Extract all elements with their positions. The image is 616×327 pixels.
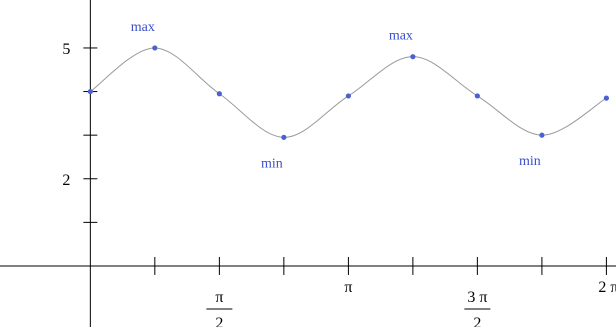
x-tick-label-numerator: 3 π: [467, 289, 487, 306]
y-tick-label: 5: [62, 41, 70, 58]
data-point: [87, 88, 93, 95]
x-tick-label-numerator: π: [215, 289, 223, 306]
x-tick-label: 2 π: [598, 279, 616, 296]
min-annotation: min: [261, 156, 283, 171]
data-points: [87, 45, 609, 140]
curve-layer: [90, 47, 607, 138]
max-annotation: max: [389, 29, 413, 44]
x-tick-label: π: [344, 279, 352, 296]
data-point: [216, 91, 222, 97]
x-tick-label-denominator: 2: [215, 315, 223, 327]
min-annotation: min: [519, 154, 541, 169]
labels: π 2 π 3 π 2 2 π 2 5 max max min min: [62, 20, 616, 327]
data-point: [345, 93, 352, 99]
x-tick-label-denominator: 2: [473, 315, 481, 327]
data-point: [539, 132, 545, 138]
data-point: [603, 95, 609, 101]
y-tick-label: 2: [62, 172, 70, 189]
max-annotation: max: [131, 20, 155, 35]
data-point: [474, 93, 480, 99]
series-curve: [90, 47, 607, 138]
data-point: [152, 45, 158, 51]
data-point: [410, 54, 416, 60]
data-point: [281, 134, 287, 140]
